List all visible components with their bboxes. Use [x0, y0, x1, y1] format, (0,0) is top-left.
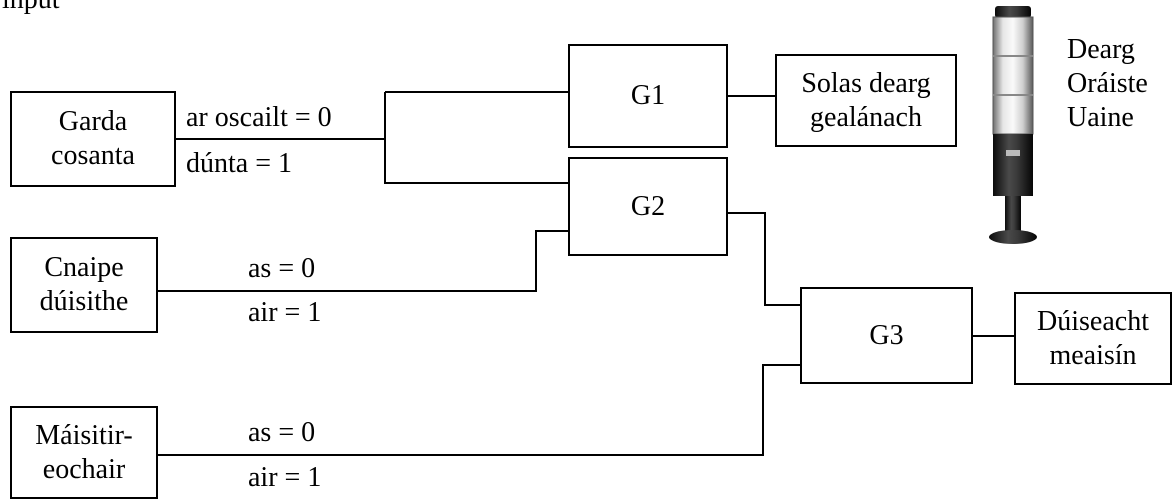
tower-color-orange: Oráiste	[1067, 68, 1148, 99]
tower-color-green: Uaine	[1067, 102, 1134, 133]
guard-line1: Garda	[58, 106, 128, 138]
wire-guard-split	[384, 92, 570, 184]
wake-button-on-label: air = 1	[248, 297, 322, 328]
header-text: input	[2, 0, 60, 14]
input-box-master-key: Máisitir- eochair	[10, 406, 158, 499]
master-key-on-label: air = 1	[248, 462, 322, 493]
signal-tower-color-list: Dearg Oráiste Uaine	[1067, 33, 1148, 135]
guard-line2: cosanta	[51, 140, 135, 171]
output-box-red-light: Solas dearg gealánach	[775, 54, 957, 147]
wire-wake-button	[156, 230, 570, 292]
wire-g2-g3	[727, 212, 801, 306]
guard-closed-label: dúnta = 1	[186, 148, 292, 179]
gate-g2: G2	[568, 157, 728, 256]
gate-g1: G1	[568, 44, 728, 148]
machine-wake-line2: meaisín	[1049, 339, 1137, 371]
gate-g3: G3	[800, 287, 973, 384]
wake-button-off-label: as = 0	[248, 253, 316, 284]
master-key-line2: eochair	[42, 453, 126, 485]
gate-g2-label: G2	[630, 190, 666, 222]
output-box-machine-wake: Dúiseacht meaisín	[1014, 292, 1172, 385]
master-key-off-label: as = 0	[248, 417, 316, 448]
machine-wake-line1: Dúiseacht	[1037, 305, 1149, 337]
wake-button-line1: Cnaipe	[44, 252, 124, 284]
input-box-guard: Garda cosanta	[10, 91, 176, 187]
wake-button-line2: dúisithe	[39, 286, 129, 317]
signal-tower-lamp-icon	[989, 6, 1037, 244]
gate-g3-label: G3	[869, 319, 904, 351]
tower-color-red: Dearg	[1067, 34, 1135, 65]
wire-master-key	[156, 364, 801, 456]
gate-g1-label: G1	[630, 80, 666, 112]
red-light-line2: gealánach	[810, 101, 922, 133]
red-light-line1: Solas dearg	[801, 67, 931, 99]
input-box-wake-button: Cnaipe dúisithe	[10, 237, 158, 333]
guard-open-label: ar oscailt = 0	[186, 102, 332, 133]
master-key-line1: Máisitir-	[35, 419, 133, 451]
